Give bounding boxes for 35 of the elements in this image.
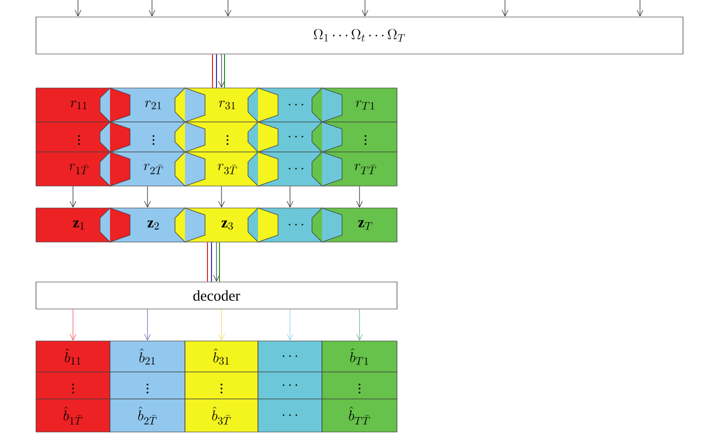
matrix-cell: $\hat{b}_{T1}$ (322, 340, 398, 372)
arrow (224, 0, 232, 16)
matrix-cell: $\hat{b}_{11}$ (36, 340, 110, 372)
arrow (286, 309, 294, 340)
matrix-cell: $\hat{b}_{2\bar{T}}$ (110, 398, 186, 432)
matrix-cell: $\cdots$ (258, 340, 322, 372)
process-box: $\Omega_1 \cdots \Omega_t \cdots \Omega_T$ (36, 16, 684, 54)
arrow (362, 0, 368, 16)
matrix-cell: $\cdots$ (258, 398, 322, 432)
matrix-cell: $\cdots$ (258, 372, 322, 400)
arrow (218, 309, 225, 340)
matrix-cell: $\vdots$ (322, 372, 398, 400)
matrix-cell: $\hat{b}_{3\bar{T}}$ (184, 398, 258, 432)
arrow (502, 0, 508, 16)
arrow (148, 0, 156, 16)
arrow (144, 309, 151, 340)
arrow (70, 309, 76, 340)
arrow (356, 309, 363, 340)
matrix-cell: $\hat{b}_{21}$ (110, 340, 186, 372)
arrow (70, 186, 76, 208)
arrow (218, 54, 225, 88)
arrow (636, 0, 644, 16)
process-box: decoder (36, 282, 398, 310)
matrix-cell: $\vdots$ (36, 372, 110, 400)
matrix-cell: $\hat{b}_{31}$ (184, 340, 258, 372)
arrow (356, 186, 363, 208)
arrow (144, 186, 151, 208)
arrow (74, 0, 82, 16)
arrow (286, 186, 294, 208)
matrix-cell: $\vdots$ (110, 372, 186, 400)
arrow (218, 186, 225, 208)
matrix-cell: $\hat{b}_{1\bar{T}}$ (36, 398, 110, 432)
matrix-cell: $\hat{b}_{T\bar{T}}$ (322, 398, 398, 432)
matrix-cell: $\vdots$ (184, 372, 258, 400)
arrow (213, 242, 220, 282)
